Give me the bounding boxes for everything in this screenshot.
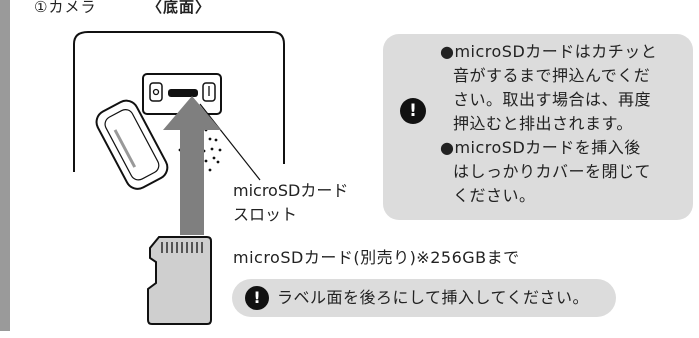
note-line: 音がするまで押込んでくだ bbox=[453, 66, 651, 85]
microsd-slot bbox=[168, 89, 198, 97]
caution-text: ラベル面を後ろにして挿入してください。 bbox=[277, 288, 590, 307]
slot-leader-line bbox=[199, 103, 261, 181]
slot-cover bbox=[95, 99, 169, 190]
slot-label: microSDカード bbox=[233, 181, 349, 200]
exclamation-circle-icon: ! bbox=[400, 98, 426, 124]
note-line: ●microSDカードを挿入後 bbox=[440, 138, 641, 157]
view-label: 〈底面〉 bbox=[147, 0, 212, 16]
note-line: 押込むと排出されます。 bbox=[453, 114, 633, 133]
side-rule bbox=[0, 0, 10, 331]
exclamation-circle-icon: ! bbox=[245, 286, 269, 310]
microsd-card-icon bbox=[147, 236, 212, 325]
microsd-contacts bbox=[161, 242, 203, 253]
camera-body bbox=[73, 31, 285, 172]
note-line: はしっかりカバーを閉じて bbox=[453, 162, 652, 181]
card-label: microSDカード(別売り)※256GBまで bbox=[233, 248, 520, 267]
caution-pill: ! ラベル面を後ろにして挿入してください。 bbox=[232, 279, 616, 317]
note-box: ! ●microSDカードはカチッと 音がするまで押込んでくだ さい。取出す場合… bbox=[383, 34, 693, 220]
note-line: ください。 bbox=[453, 186, 536, 205]
slot-label: スロット bbox=[233, 205, 298, 224]
note-line: さい。取出す場合は、再度 bbox=[453, 90, 652, 109]
note-line: ●microSDカードはカチッと bbox=[440, 42, 658, 61]
up-arrow-icon bbox=[163, 96, 221, 235]
step-label: ①カメラ bbox=[34, 0, 97, 16]
